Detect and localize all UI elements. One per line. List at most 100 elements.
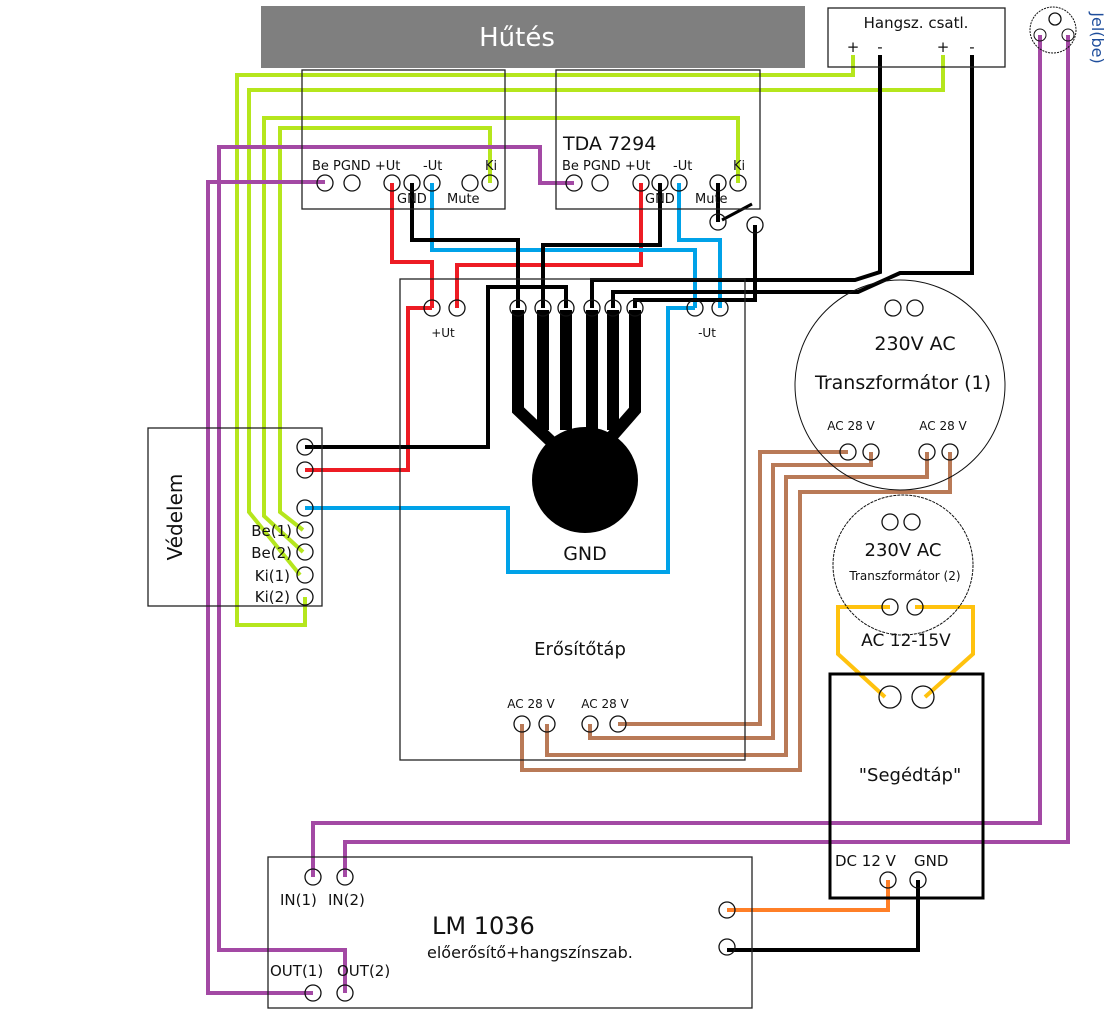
wire-ac28-1 <box>618 450 848 726</box>
speaker-connector-title: Hangsz. csatl. <box>864 14 969 32</box>
mute-switch <box>721 202 753 222</box>
wire-gnd-amp1 <box>410 183 520 308</box>
connector-pin <box>881 513 899 531</box>
connector-pin <box>909 871 927 889</box>
wire-out1 <box>206 180 325 995</box>
gnd-label: GND <box>914 852 948 870</box>
pin-label-mute: Mute <box>447 192 480 207</box>
connector-pin <box>709 213 727 231</box>
wire-ac28-2 <box>588 452 873 740</box>
wire-in2 <box>343 35 1070 877</box>
connector-pin <box>304 984 322 1002</box>
wire-pos-amp1 <box>390 183 434 308</box>
connector-pin <box>304 868 322 886</box>
protection-pin-label: Be(1) <box>251 522 292 540</box>
connector-pin <box>729 174 747 192</box>
preamp-title: LM 1036 <box>432 912 535 940</box>
transformer1-output-label: AC 28 V <box>827 419 875 433</box>
terminal-label: + <box>937 38 950 56</box>
connector-pin <box>296 588 314 606</box>
transformer1-name: Transzformátor (1) <box>814 372 991 394</box>
connector-pin <box>423 299 441 317</box>
connector-pin <box>879 871 897 889</box>
power-supply-title: Erősítőtáp <box>534 639 626 660</box>
connector-pin <box>609 715 627 733</box>
wire-ac12-2 <box>915 605 975 699</box>
preamp-input-label: IN(1) <box>280 891 317 909</box>
ac-input-label: AC 28 V <box>507 697 555 711</box>
wire-pos-amp2 <box>455 183 643 308</box>
amplifier-title: TDA 7294 <box>562 133 656 155</box>
pin-label-out: Ki <box>485 159 497 174</box>
connector-pin <box>686 299 704 317</box>
gnd-star-point <box>532 427 638 533</box>
pin-labels: Be PGND +Ut <box>562 159 650 174</box>
wire-speaker-gnd-2 <box>611 55 974 308</box>
connector-pin <box>604 299 622 317</box>
connector-pin <box>651 174 669 192</box>
connector-pin <box>343 174 361 192</box>
connector-pin <box>336 984 354 1002</box>
pin-label-gnd: GND <box>645 192 675 207</box>
connector-pin <box>403 174 421 192</box>
connector-pin <box>746 216 764 234</box>
connector-pin <box>632 174 650 192</box>
wire-ac12-1 <box>836 605 890 699</box>
connector-pin <box>383 174 401 192</box>
connector-pin <box>296 566 314 584</box>
preamp-output-label: OUT(2) <box>337 962 390 980</box>
wire-amp2-out <box>262 116 740 554</box>
terminal-label: - <box>877 38 882 56</box>
protection-pin-label: Ki(2) <box>255 588 290 606</box>
aux-supply-board: "Segédtáp" DC 12 V GND <box>828 672 985 900</box>
connector-pin <box>711 299 729 317</box>
pin-labels: Be PGND +Ut <box>312 159 400 174</box>
wire-neg-amp2 <box>677 183 722 308</box>
transformer1-output-label: AC 28 V <box>919 419 967 433</box>
wire-pos-protection <box>305 306 432 472</box>
connector-pin <box>709 174 727 192</box>
preamp-input-label: IN(2) <box>328 891 365 909</box>
ac-input-label: AC 28 V <box>581 697 629 711</box>
protection-pin-label: Ki(1) <box>255 567 290 585</box>
pin-label-out: Ki <box>733 159 745 174</box>
connector-pin <box>941 443 959 461</box>
preamp-subtitle: előerősítő+hangszínszab. <box>427 943 633 962</box>
wire-in1 <box>311 35 1042 877</box>
connector-pin <box>670 174 688 192</box>
connector-pin <box>538 715 556 733</box>
wire-neg-protection <box>305 306 695 574</box>
connector-pin <box>884 299 902 317</box>
wire-dc12 <box>727 880 890 912</box>
connector-pin <box>296 543 314 561</box>
ground-label: GND <box>563 543 607 565</box>
connector-pin <box>911 685 935 709</box>
connector-pin <box>513 715 531 733</box>
connector-pin <box>903 513 921 531</box>
protection-board: Védelem Be(1) Be(2) Ki(1) Ki(2) <box>147 427 323 607</box>
transformer1-voltage: 230V AC <box>874 333 955 355</box>
connector-pin <box>918 443 936 461</box>
aux-supply-title: "Segédtáp" <box>859 765 962 786</box>
connector-pin <box>461 174 479 192</box>
wire-ac28-3 <box>545 452 929 757</box>
power-supply-board: +Ut -Ut GND Erősítőtáp AC 28 V AC 28 V <box>399 278 746 761</box>
pins <box>296 174 959 1002</box>
terminal-label: - <box>969 38 974 56</box>
connector-pin <box>718 901 736 919</box>
pos-supply-label: +Ut <box>431 326 455 340</box>
preamp-board: IN(1) IN(2) LM 1036 előerősítő+hangszíns… <box>267 856 753 1009</box>
pin-label-gnd: GND <box>397 192 427 207</box>
connector-pin <box>718 938 736 956</box>
cooling-bar: Hűtés <box>261 6 805 68</box>
connector-pin <box>583 299 601 317</box>
wire-ac28-4 <box>520 452 952 772</box>
connector-pin <box>878 685 902 709</box>
connector-pin <box>557 299 575 317</box>
amplifier-module-2: TDA 7294 Be PGND +Ut -Ut Ki GND Mute <box>555 69 761 210</box>
connector-pin <box>862 443 880 461</box>
connector-pin <box>481 174 499 192</box>
connector-pin <box>626 299 644 317</box>
cooling-label: Hűtés <box>479 23 555 53</box>
